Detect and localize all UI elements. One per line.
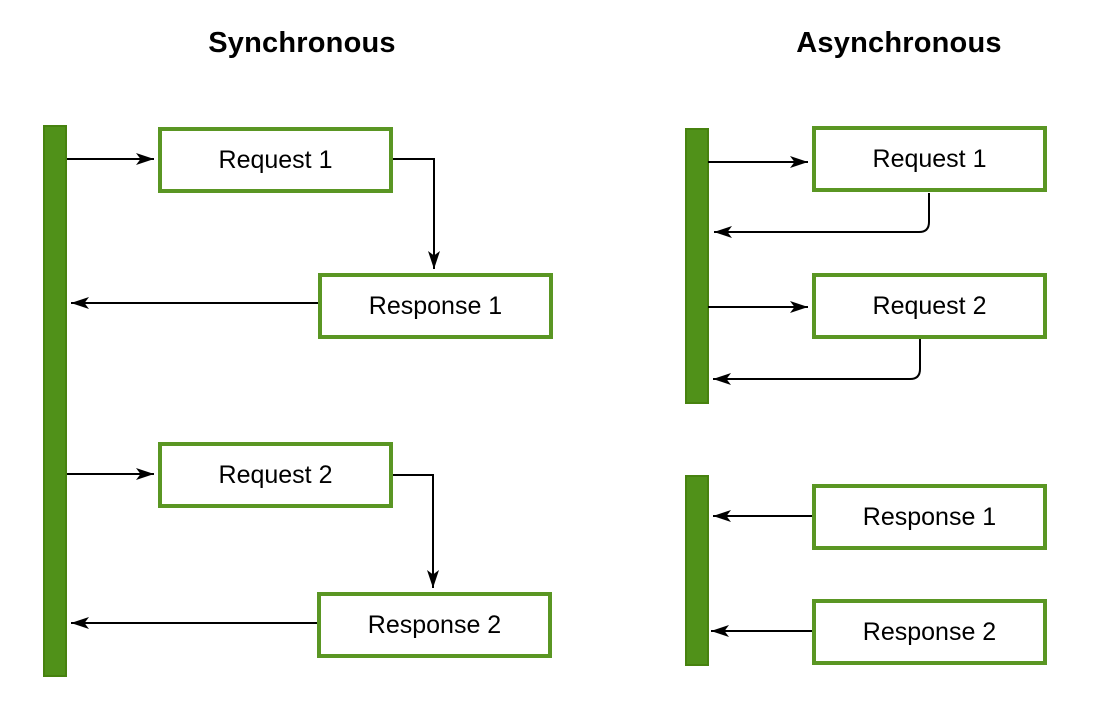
sync-request1-node: Request 1 [158, 127, 393, 193]
section-title-synchronous: Synchronous [208, 27, 396, 59]
arrow-async-request1-return [714, 193, 930, 238]
sync-response2-node: Response 2 [317, 592, 552, 658]
async-response2-node: Response 2 [812, 599, 1047, 665]
async-response1-node: Response 1 [812, 484, 1047, 550]
sync-lifeline-bar [43, 125, 67, 677]
sync-response1-node: Response 1 [318, 273, 553, 339]
async-request1-node: Request 1 [812, 126, 1047, 192]
section-title-asynchronous: Asynchronous [796, 27, 1002, 59]
arrow-sync-request2-to-response2 [392, 474, 439, 588]
async-request2-node: Request 2 [812, 273, 1047, 339]
sync-request2-node: Request 2 [158, 442, 393, 508]
async-lifeline-bar-top [685, 128, 709, 404]
arrow-async-request2-return [713, 338, 921, 385]
arrow-sync-request1-to-response1 [393, 158, 440, 269]
async-lifeline-bar-bottom [685, 475, 709, 666]
